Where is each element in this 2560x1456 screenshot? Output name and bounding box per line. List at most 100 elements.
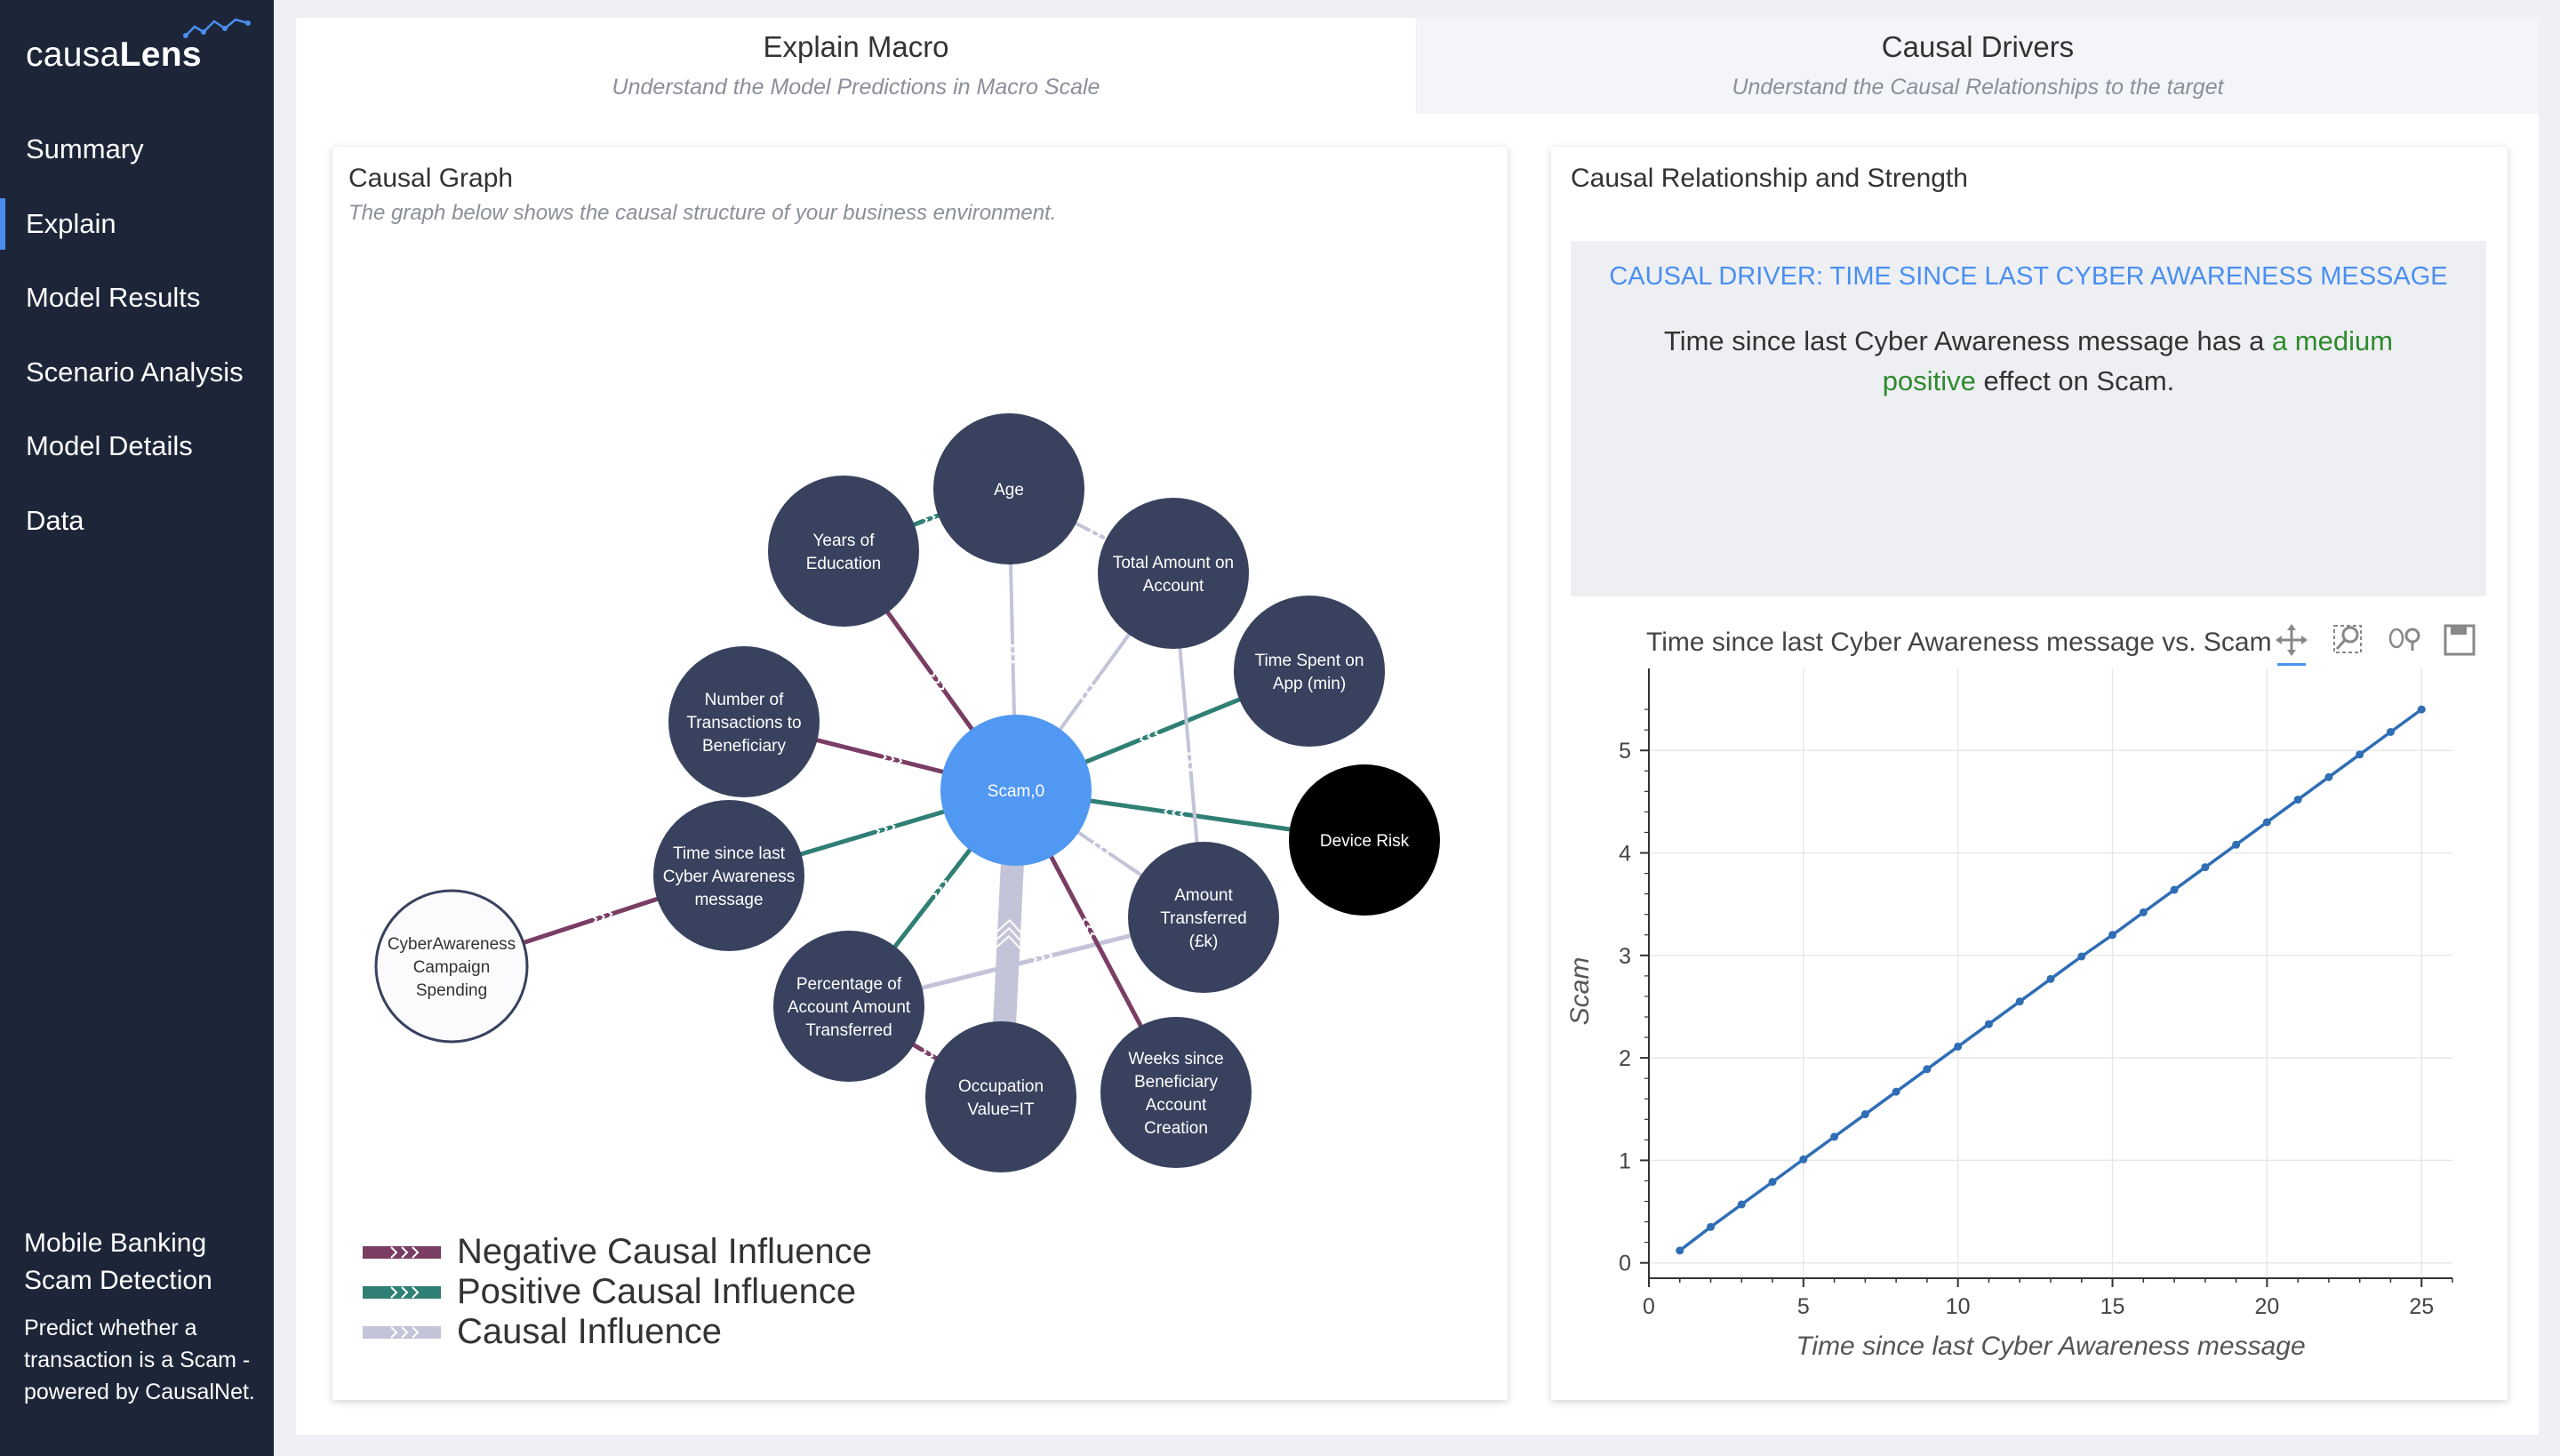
edge-chevron xyxy=(928,513,936,524)
data-point[interactable] xyxy=(2170,885,2179,894)
y-tick-label: 5 xyxy=(1619,739,1631,764)
node-circle xyxy=(653,800,804,951)
data-point[interactable] xyxy=(1676,1246,1684,1255)
causal-graph-title: Causal Graph xyxy=(348,164,514,193)
node-device[interactable]: Device Risk xyxy=(1289,764,1440,916)
data-point[interactable] xyxy=(1830,1132,1839,1141)
node-age[interactable]: Age xyxy=(933,413,1084,564)
data-point[interactable] xyxy=(2139,908,2148,916)
edge-chevron xyxy=(1092,529,1101,539)
data-point[interactable] xyxy=(2293,796,2302,804)
sidebar-item-scenario-analysis[interactable]: Scenario Analysis xyxy=(26,356,244,388)
sidebar-item-model-results[interactable]: Model Results xyxy=(26,282,201,313)
wheel-zoom-icon[interactable] xyxy=(2388,622,2425,658)
edge-chevron xyxy=(895,755,903,766)
x-tick-label: 20 xyxy=(2254,1294,2279,1319)
data-point[interactable] xyxy=(1707,1222,1716,1231)
causal-graph-subtitle: The graph below shows the causal structu… xyxy=(348,201,1057,225)
sidebar-item-explain[interactable]: Explain xyxy=(0,198,274,250)
data-point[interactable] xyxy=(1737,1200,1746,1209)
edge-chevron xyxy=(932,676,940,684)
sidebar-item-summary[interactable]: Summary xyxy=(26,133,144,164)
edge-chevron xyxy=(1007,657,1019,664)
edge-chevron xyxy=(1139,733,1148,743)
node-circle xyxy=(1234,596,1385,747)
sidebar-item-data[interactable]: Data xyxy=(26,505,84,536)
box-zoom-icon[interactable] xyxy=(2332,622,2364,658)
data-point[interactable] xyxy=(2108,931,2117,940)
data-point[interactable] xyxy=(2015,997,2024,1006)
sidebar: causaLens Summary Explain Model Results … xyxy=(0,0,274,1456)
edge-chevron xyxy=(921,516,929,526)
data-point[interactable] xyxy=(2386,727,2395,736)
edge-chevron xyxy=(1099,845,1108,854)
pan-icon[interactable] xyxy=(2276,622,2308,668)
edge-chevron xyxy=(936,683,946,691)
project-title: Mobile Banking Scam Detection xyxy=(24,1228,212,1295)
edge-chevron xyxy=(1185,764,1196,772)
node-circle xyxy=(1098,498,1249,649)
data-point[interactable] xyxy=(1984,1020,1993,1028)
data-point[interactable] xyxy=(2356,750,2364,759)
node-circle xyxy=(940,715,1092,866)
data-point[interactable] xyxy=(1954,1042,1963,1051)
edge-chevron xyxy=(996,926,1021,941)
edge-chevron xyxy=(1081,917,1091,926)
tab-title: Causal Drivers xyxy=(1881,30,2075,63)
edge-chevron xyxy=(934,886,943,894)
sidebar-item-model-details[interactable]: Model Details xyxy=(26,430,193,461)
node-scam[interactable]: Scam,0 xyxy=(940,715,1092,866)
data-point[interactable] xyxy=(2046,974,2055,983)
data-point[interactable] xyxy=(1799,1155,1808,1164)
edge-chevron xyxy=(939,880,948,888)
data-point[interactable] xyxy=(2201,863,2210,872)
tab-explain-macro[interactable]: Explain Macro Understand the Model Predi… xyxy=(296,18,1416,114)
data-point[interactable] xyxy=(1892,1087,1900,1096)
node-circle xyxy=(768,476,919,627)
x-tick-label: 0 xyxy=(1643,1294,1655,1319)
data-point[interactable] xyxy=(2417,705,2426,714)
x-axis-label: Time since last Cyber Awareness message xyxy=(1796,1332,2305,1361)
save-icon[interactable] xyxy=(2443,622,2476,658)
legend-label: Negative Causal Influence xyxy=(457,1232,872,1271)
graph-legend: Negative Causal Influence Positive Causa… xyxy=(361,1232,983,1356)
positive-arrow-icon xyxy=(363,1286,441,1299)
legend-label: Causal Influence xyxy=(457,1312,722,1351)
edge-chevron xyxy=(1037,953,1045,964)
edge-chevron xyxy=(888,822,896,833)
data-point[interactable] xyxy=(2324,772,2333,781)
data-point[interactable] xyxy=(2262,818,2271,827)
data-point[interactable] xyxy=(1768,1178,1777,1187)
edge-chevron xyxy=(996,934,1020,949)
data-point[interactable] xyxy=(2077,952,2086,961)
data-point[interactable] xyxy=(2232,840,2241,849)
y-tick-label: 3 xyxy=(1619,944,1631,969)
neutral-arrow-icon xyxy=(363,1326,441,1339)
driver-heading: CAUSAL DRIVER: TIME SINCE LAST CYBER AWA… xyxy=(1609,262,2448,291)
data-point[interactable] xyxy=(1923,1065,1932,1074)
edge-chevron xyxy=(927,669,936,677)
edge-chevron xyxy=(1172,808,1179,819)
node-circle xyxy=(374,889,529,1044)
data-point[interactable] xyxy=(1860,1110,1869,1119)
edge-chevron xyxy=(1164,806,1171,818)
tab-causal-drivers[interactable]: Causal Drivers Understand the Causal Rel… xyxy=(1417,18,2539,114)
app-logo[interactable]: causaLens xyxy=(26,36,202,74)
edge-chevron xyxy=(1084,686,1093,694)
node-circle xyxy=(933,413,1084,564)
